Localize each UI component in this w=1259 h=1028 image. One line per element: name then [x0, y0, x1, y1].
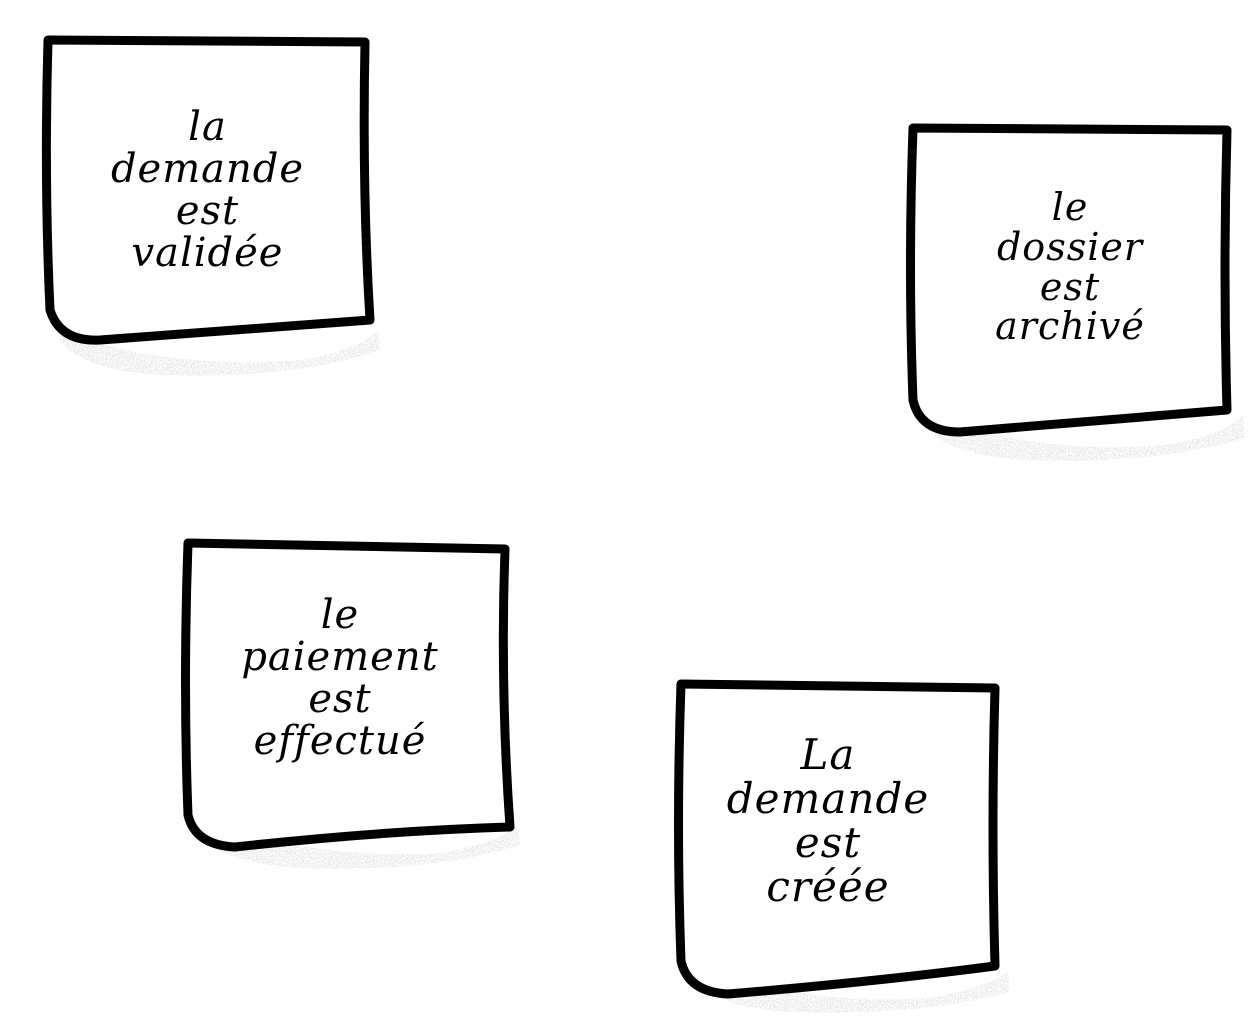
sticky-note-frame	[181, 538, 520, 869]
sticky-note-frame	[906, 123, 1245, 461]
sticky-note-paiement-effectue[interactable]: le paiement est effectué	[180, 535, 525, 875]
note-line: effectué	[253, 717, 427, 764]
note-line: le	[1051, 184, 1089, 229]
note-line: créée	[766, 862, 890, 912]
sticky-note-dossier-archive[interactable]: le dossier est archivé	[905, 120, 1250, 465]
note-line: demande	[726, 773, 930, 823]
note-line: le	[320, 591, 360, 638]
note-line: est	[308, 675, 372, 722]
note-line: archivé	[995, 304, 1145, 349]
sticky-note-text: le dossier est archivé	[905, 120, 1250, 465]
note-line: demande	[110, 146, 305, 192]
sticky-note-frame	[674, 679, 1009, 1013]
sticky-note-text: le paiement est effectué	[180, 535, 525, 875]
note-line: est	[794, 818, 862, 867]
sticky-note-frame	[41, 35, 380, 376]
note-line: est	[1039, 264, 1101, 309]
sticky-note-text: la demande est validée	[40, 30, 385, 380]
note-line: est	[175, 188, 240, 234]
sticky-note-demande-validee[interactable]: la demande est validée	[40, 30, 385, 380]
note-line: La	[800, 729, 856, 779]
note-line: validée	[131, 230, 284, 276]
note-line: la	[188, 104, 227, 150]
note-line: dossier	[996, 224, 1143, 269]
note-line: paiement	[241, 633, 439, 680]
sticky-note-demande-creee[interactable]: La demande est créée	[673, 676, 1013, 1016]
sticky-note-text: La demande est créée	[673, 676, 1013, 1016]
